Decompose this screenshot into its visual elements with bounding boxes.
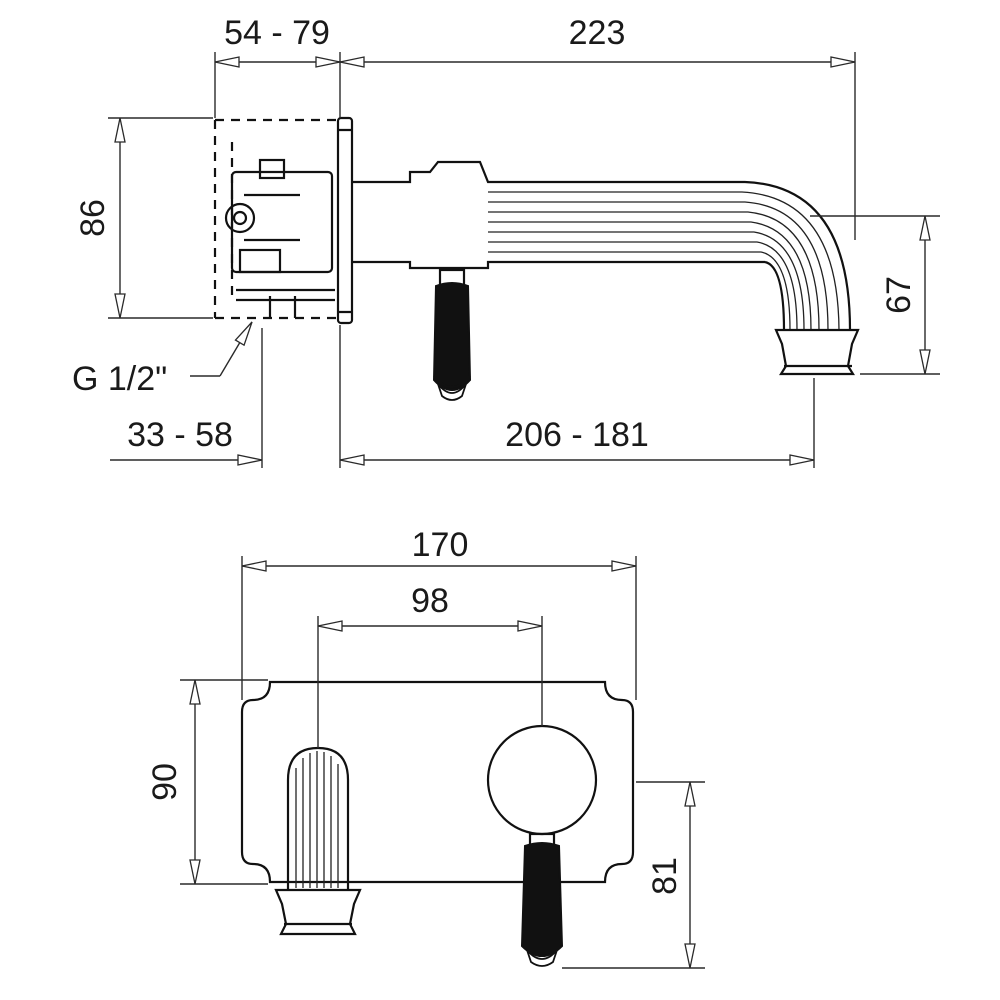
dim-label-total-length: 223: [569, 14, 626, 52]
dim-label-plate-width: 170: [412, 526, 469, 564]
dim-rear-offset: 33 - 58: [110, 325, 341, 468]
front-view: 170 98 90 81: [146, 526, 705, 969]
dim-label-plate-height: 90: [146, 763, 184, 801]
dim-label-rear-offset: 33 - 58: [127, 416, 233, 454]
side-view: 54 - 79 223 86 67 G 1/2": [72, 14, 940, 468]
wall-plate: [336, 116, 354, 325]
dim-label-centers: 98: [411, 582, 449, 620]
dim-label-spout-reach: 206 - 181: [505, 416, 649, 454]
dim-label-connection: G 1/2": [72, 360, 167, 398]
dim-total-length: 223: [339, 14, 856, 240]
cover-plate: [240, 680, 635, 884]
dim-label-handle-height: 81: [646, 857, 684, 895]
dim-handle-height: 81: [562, 781, 705, 969]
dim-body-height: 86: [74, 117, 213, 319]
dim-plate-width: 170: [241, 526, 637, 700]
spout-grooves: [488, 191, 840, 331]
dim-body-depth: 54 - 79: [214, 14, 341, 118]
dim-label-spout-height: 67: [880, 276, 918, 314]
dim-label-body-depth: 54 - 79: [224, 14, 330, 52]
connection-callout: G 1/2": [72, 321, 253, 398]
spout: [352, 160, 860, 376]
valve-core: [224, 158, 335, 318]
dim-spout-height: 67: [810, 215, 940, 375]
dim-spout-reach: 206 - 181: [339, 378, 815, 468]
dim-centers: 98: [317, 582, 543, 748]
concealed-body: [213, 118, 340, 320]
spout-front-grooves: [295, 751, 339, 888]
spout-front: [274, 746, 362, 936]
dim-plate-height: 90: [146, 679, 268, 885]
dim-label-body-height: 86: [74, 199, 112, 237]
handle-front: [486, 724, 598, 967]
lever-handle: [432, 268, 472, 401]
